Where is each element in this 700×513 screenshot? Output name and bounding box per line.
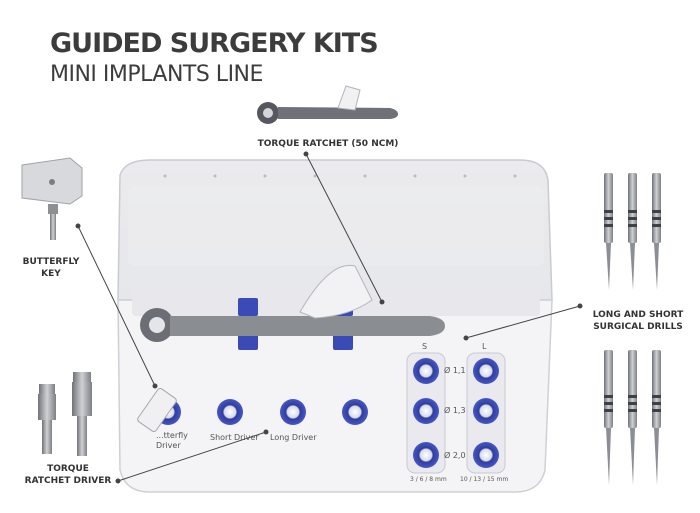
- short-driver-label: Short Driver: [210, 433, 259, 442]
- kit-lid: [117, 159, 553, 301]
- long-driver-label: Long Driver: [270, 433, 317, 442]
- driver-cups: [137, 387, 368, 433]
- diameter-label-2: Ø 1,3: [444, 406, 466, 415]
- butterfly-key-callout-line1: BUTTERFLY: [22, 257, 80, 267]
- butterfly-driver-label: ...tterfly Driver: [156, 431, 188, 450]
- torque-ratchet-driver-icon: [38, 372, 92, 456]
- butterfly-key-callout-line2: KEY: [41, 269, 61, 279]
- leader-lines: [75, 151, 583, 484]
- l-lengths-label: 10 / 13 / 15 mm: [460, 476, 509, 483]
- torque-ratchet-driver-callout-line2: RATCHET DRIVER: [24, 476, 112, 486]
- drill-rack: [406, 352, 506, 474]
- surgical-drills-icon: [604, 173, 661, 485]
- torque-ratchet-callout: TORQUE RATCHET (50 NCM): [257, 139, 399, 149]
- page-subtitle: MINI IMPLANTS LINE: [50, 62, 263, 87]
- long-drills: [604, 173, 661, 290]
- torque-ratchet-in-tray: [140, 264, 445, 342]
- surgical-drills-callout: LONG AND SHORT SURGICAL DRILLS: [582, 309, 694, 333]
- torque-ratchet-icon: [257, 85, 398, 124]
- surgical-drills-callout-line1: LONG AND SHORT: [592, 310, 684, 320]
- diameter-label-1: Ø 1,1: [444, 366, 466, 375]
- torque-ratchet-driver-callout-line1: TORQUE: [47, 464, 89, 474]
- short-drills: [604, 350, 661, 485]
- column-s-label: S: [422, 342, 428, 351]
- diameter-label-3: Ø 2,0: [444, 451, 466, 460]
- surgical-drills-callout-line2: SURGICAL DRILLS: [593, 322, 683, 332]
- butterfly-key-icon: [21, 157, 83, 240]
- s-lengths-label: 3 / 6 / 8 mm: [410, 476, 447, 483]
- butterfly-key-callout: BUTTERFLY KEY: [14, 256, 88, 280]
- torque-ratchet-driver-callout: TORQUE RATCHET DRIVER: [16, 463, 120, 487]
- column-l-label: L: [482, 342, 487, 351]
- page-title: GUIDED SURGERY KITS: [50, 28, 379, 59]
